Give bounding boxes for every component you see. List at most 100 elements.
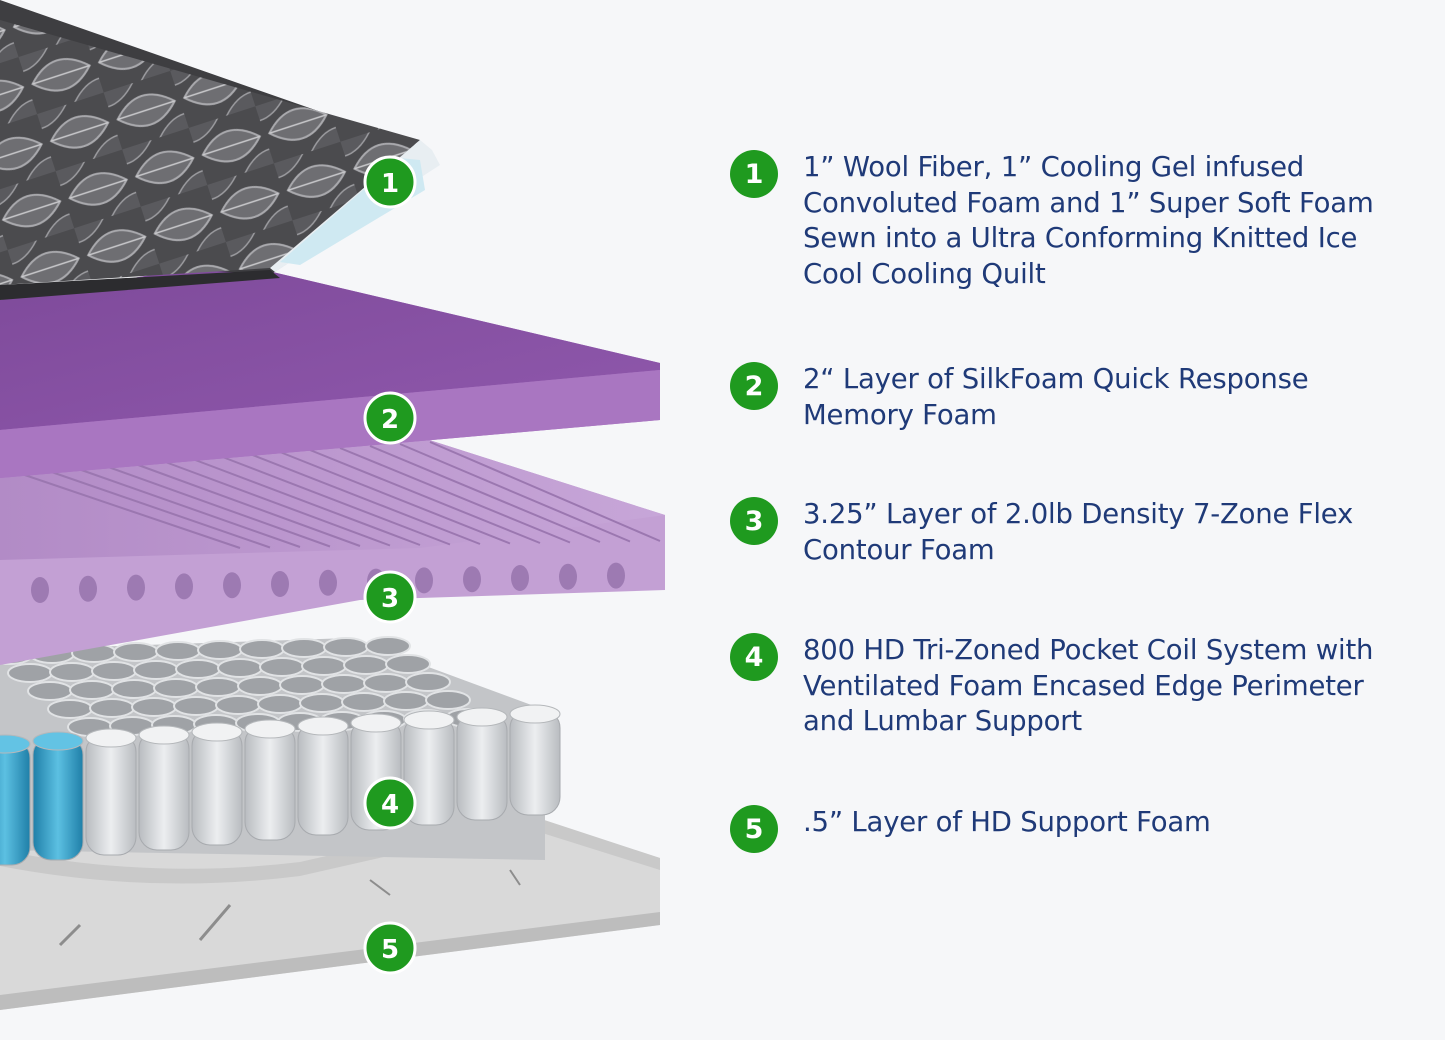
marker-layer-1: 1 <box>363 155 417 209</box>
coil-cap <box>456 707 508 727</box>
layer-number-badge: 4 <box>730 633 778 681</box>
layer-number-badge: 3 <box>730 497 778 545</box>
cooling-quilt-layer <box>0 0 440 300</box>
foam-groove <box>129 461 361 547</box>
foam-groove <box>309 449 541 544</box>
foam-notch <box>271 571 289 597</box>
coil-pocket <box>456 712 508 821</box>
layer-item-2: 2 2“ Layer of SilkFoam Quick Response Me… <box>730 362 1363 433</box>
layer-number-badge: 1 <box>730 150 778 198</box>
foam-notch <box>463 566 481 593</box>
foam-groove <box>369 445 601 543</box>
illustration-markers: 1 2 3 4 5 <box>363 155 417 975</box>
coil-cap <box>32 731 84 751</box>
coil-top <box>7 663 53 683</box>
coil-top <box>385 654 431 674</box>
coil-pocket <box>191 727 243 846</box>
coil-top <box>195 677 241 697</box>
layer-item-4: 4 800 HD Tri-Zoned Pocket Coil System wi… <box>730 633 1418 740</box>
layer-item-1: 1 1” Wool Fiber, 1” Cooling Gel infused … <box>730 150 1393 292</box>
foam-groove <box>159 459 391 547</box>
foam-notch <box>319 569 337 596</box>
mattress-layers-illustration: 1 2 3 4 5 <box>0 0 665 1010</box>
coil-top <box>133 660 179 680</box>
marker-layer-3: 3 <box>363 570 417 624</box>
coil-top <box>321 674 367 694</box>
coil-top <box>111 679 157 699</box>
coil-cap <box>191 722 243 742</box>
coil-top <box>365 636 411 656</box>
coil-top <box>49 662 95 682</box>
coil-top <box>425 690 471 710</box>
foam-notch <box>31 577 49 603</box>
coil-cap <box>138 725 190 745</box>
coil-top <box>239 639 285 659</box>
coil-top <box>343 655 389 675</box>
coil-top <box>259 657 305 677</box>
silkfoam-layer <box>0 262 660 478</box>
coil-top <box>175 659 221 679</box>
coil-pocket <box>297 721 349 836</box>
foam-notch <box>223 572 241 599</box>
foam-notch <box>79 575 97 602</box>
coil-cap <box>297 716 349 736</box>
coil-pocket <box>0 739 31 866</box>
coil-top <box>173 696 219 716</box>
coil-top <box>301 656 347 676</box>
foam-groove <box>9 469 241 549</box>
coil-pocket <box>138 730 190 851</box>
coil-top <box>47 699 93 719</box>
foam-groove <box>99 463 331 548</box>
coil-top <box>299 693 345 713</box>
foam-groove <box>189 457 421 546</box>
layer-item-5: 5 .5” Layer of HD Support Foam <box>730 805 1363 853</box>
coil-top <box>113 642 159 662</box>
foam-notch <box>559 563 577 590</box>
marker-layer-5: 5 <box>363 921 417 975</box>
foam-notch <box>415 567 433 594</box>
marker-number: 3 <box>381 584 399 614</box>
foam-groove <box>249 453 481 545</box>
coil-pocket <box>32 736 84 861</box>
coil-pocket <box>244 724 296 841</box>
layer-description: 2“ Layer of SilkFoam Quick Response Memo… <box>803 363 1309 431</box>
coil-top <box>279 675 325 695</box>
coil-top <box>281 638 327 658</box>
foam-groove <box>69 465 301 548</box>
coil-top <box>155 641 201 661</box>
coil-pocket <box>85 733 137 856</box>
foam-notch <box>511 565 529 591</box>
foam-groove <box>279 451 511 545</box>
marker-number: 4 <box>381 790 399 820</box>
pocket-coil-layer <box>0 636 561 866</box>
marker-number: 5 <box>381 935 399 965</box>
marker-number: 1 <box>381 169 399 199</box>
coil-top <box>257 694 303 714</box>
layer-description: 3.25” Layer of 2.0lb Density 7-Zone Flex… <box>803 498 1354 566</box>
marker-layer-2: 2 <box>363 391 417 445</box>
layer-description-list: 1 1” Wool Fiber, 1” Cooling Gel infused … <box>730 0 1430 1040</box>
coil-top <box>69 680 115 700</box>
foam-groove <box>219 455 451 546</box>
layer-number-badge: 5 <box>730 805 778 853</box>
coil-cap <box>244 719 296 739</box>
coil-top <box>383 691 429 711</box>
coil-top <box>153 678 199 698</box>
layer-description: 1” Wool Fiber, 1” Cooling Gel infused Co… <box>803 151 1374 290</box>
coil-cap <box>509 704 561 724</box>
foam-groove <box>39 467 271 549</box>
marker-number: 2 <box>381 405 399 435</box>
coil-cap <box>403 710 455 730</box>
marker-layer-4: 4 <box>363 776 417 830</box>
coil-top <box>27 681 73 701</box>
layer-item-3: 3 3.25” Layer of 2.0lb Density 7-Zone Fl… <box>730 497 1383 568</box>
flex-contour-foam-layer <box>0 437 665 665</box>
foam-notch <box>607 562 625 589</box>
foam-notch <box>175 573 193 600</box>
coil-top <box>323 637 369 657</box>
coil-top <box>91 661 137 681</box>
coil-pocket <box>509 709 561 816</box>
coil-top <box>237 676 283 696</box>
coil-cap <box>350 713 402 733</box>
foam-groove <box>429 441 661 542</box>
